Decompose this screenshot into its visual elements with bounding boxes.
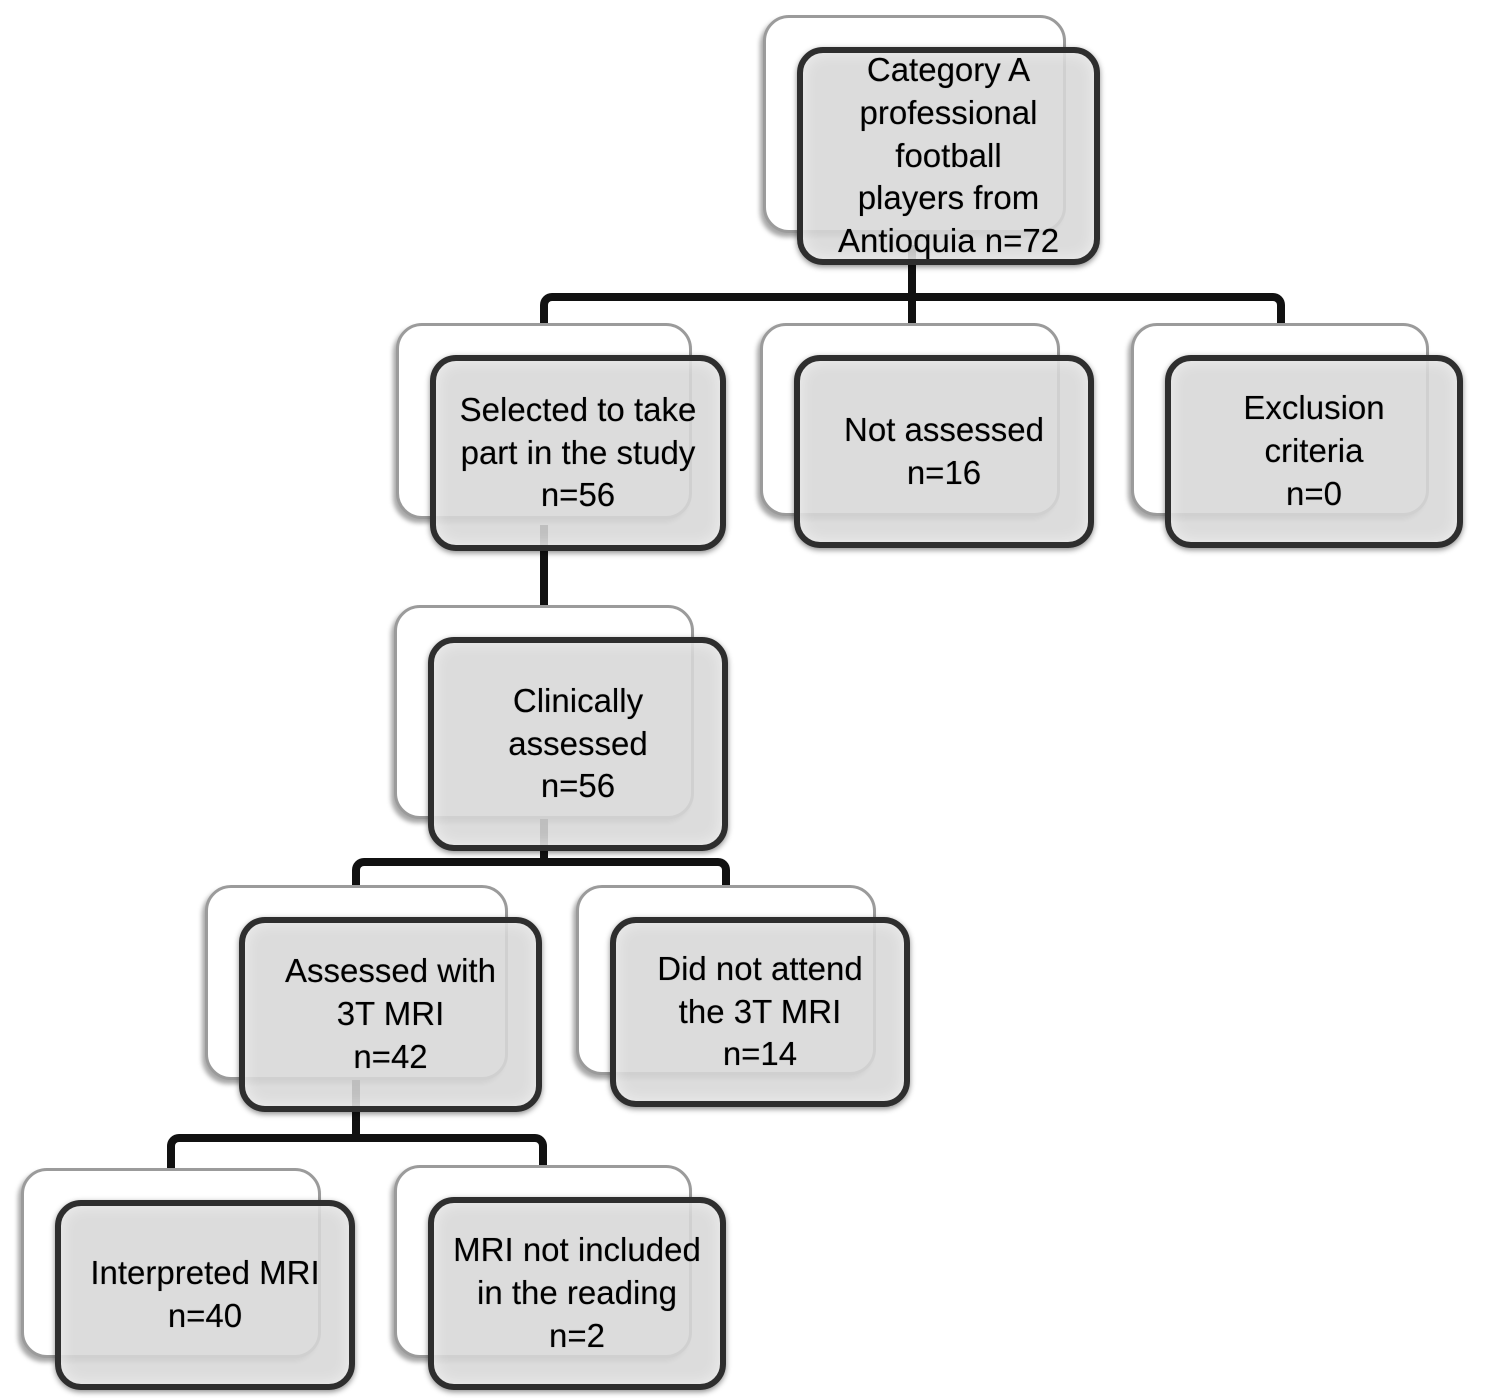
connector-row3-branch <box>352 858 730 888</box>
connector-selected-to-clinically <box>540 525 548 610</box>
connector-players-down <box>908 245 916 335</box>
connector-row4-branch <box>167 1134 547 1172</box>
connector-row1-branch <box>540 293 1285 329</box>
